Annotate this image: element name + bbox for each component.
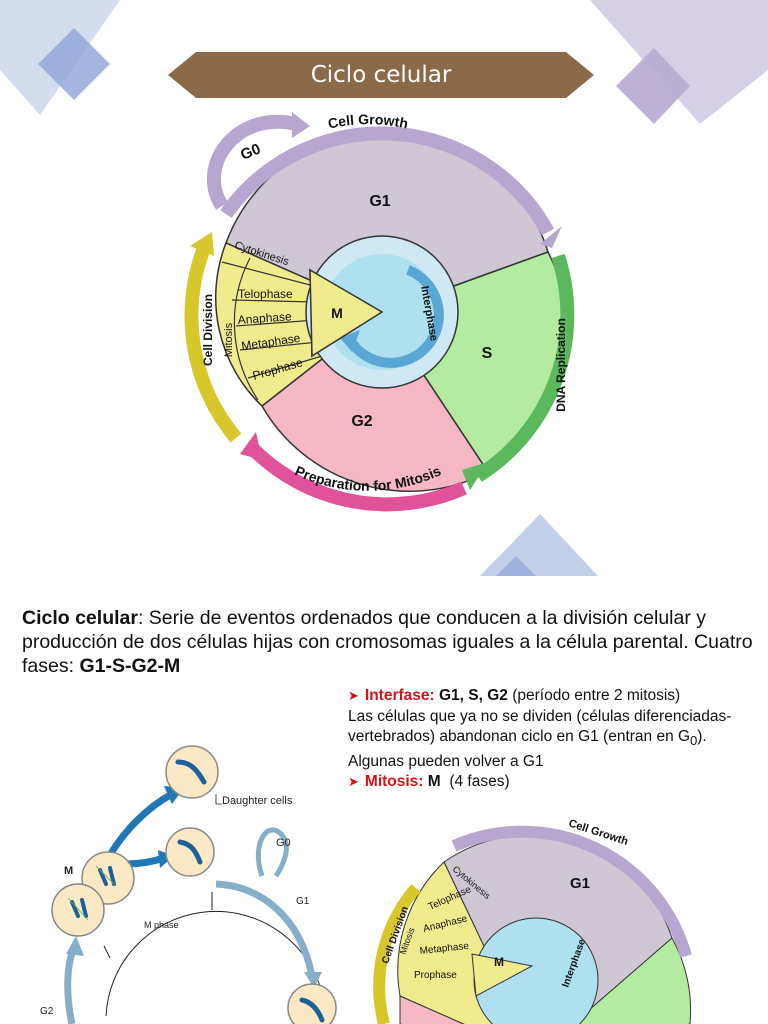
- g2-label-2: G2: [40, 1006, 54, 1017]
- m-label-2: M: [64, 865, 73, 877]
- bullet-list: ➤Interfase: G1, S, G2 (período entre 2 m…: [348, 686, 758, 793]
- s-label: S: [482, 345, 493, 362]
- g1-label-small: G1: [570, 875, 590, 892]
- bullet-mitosis: ➤Mitosis: M (4 fases): [348, 773, 510, 791]
- document-body: Ciclo celular: Serie de eventos ordenado…: [0, 576, 768, 1024]
- cell-growth-arrow: [220, 126, 555, 236]
- cell-cycle-wheel-small: G1 M Prophase Metaphase Anaphase Telopha…: [373, 817, 692, 1024]
- prophase-label-small: Prophase: [414, 970, 457, 981]
- g1-label-2: G1: [296, 896, 310, 907]
- bullet-interfase: ➤Interfase: G1, S, G2 (período entre 2 m…: [348, 687, 681, 704]
- figures: M phase Daughter cells M G0 G: [40, 745, 692, 1024]
- g1-label: G1: [369, 193, 390, 210]
- dna-replication-arrow: [474, 253, 575, 482]
- intro-term: Ciclo celular: [22, 607, 138, 629]
- metaphase-label-small: Metaphase: [419, 941, 470, 957]
- title-banner: [168, 52, 594, 98]
- cell-cycle-wheel: Cell Growth Preparation for Mitosis DNA …: [184, 111, 575, 512]
- interphase-arrow: [345, 265, 444, 368]
- telophase-label: Telophase: [238, 287, 293, 301]
- g0-label: G0: [238, 140, 263, 163]
- g2-label: G2: [351, 413, 372, 430]
- g0-arrow: [206, 115, 298, 210]
- cell-cycle-diagram: M phase Daughter cells M G0 G: [40, 745, 337, 1024]
- slide-title: Ciclo celular: [310, 62, 452, 88]
- bullet-arrow-icon: ➤: [348, 774, 359, 790]
- m-sector: [214, 241, 384, 407]
- daughter-cells-label: Daughter cells: [222, 795, 293, 807]
- svg-text:Mitosis: Mitosis: [223, 322, 235, 357]
- preparation-arrow: [247, 443, 467, 512]
- bullet-text: Las células que ya no se dividen (célula…: [348, 707, 732, 770]
- m-phase-label: M phase: [144, 920, 179, 930]
- svg-text:DNA Replication: DNA Replication: [554, 318, 568, 412]
- dna-replication-label: DNA Replication: [554, 318, 568, 412]
- cell-division-arrow: [184, 245, 242, 443]
- bullet-arrow-icon: ➤: [348, 688, 359, 703]
- g0-label-2: G0: [276, 837, 291, 849]
- intro-paragraph: Ciclo celular: Serie de eventos ordenado…: [22, 607, 753, 677]
- cell-growth-label: Cell Growth: [326, 111, 409, 131]
- decorative-shapes: [0, 0, 768, 576]
- anaphase-label: Anaphase: [237, 309, 292, 327]
- slide: Ciclo celular: [0, 0, 768, 576]
- intro-phases: G1-S-G2-M: [79, 655, 181, 677]
- mitosis-label: Mitosis: [223, 322, 235, 357]
- cell-division-label: Cell Division: [201, 294, 215, 366]
- daughter-cell-icon: [165, 745, 219, 799]
- m-label: M: [331, 305, 343, 321]
- svg-text:Cell Growth: Cell Growth: [326, 111, 409, 131]
- svg-text:Cell Division: Cell Division: [201, 294, 215, 366]
- daughter-cell-icon: [165, 827, 215, 877]
- m-label-small: M: [494, 955, 504, 969]
